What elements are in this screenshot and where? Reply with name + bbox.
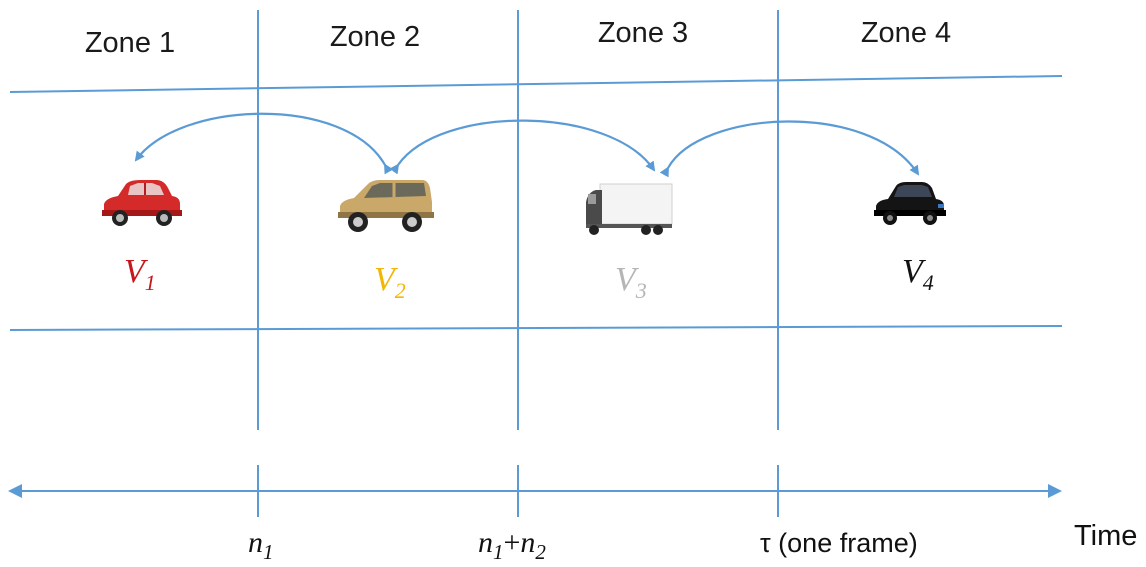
vehicle-label-v4: V4 bbox=[902, 253, 934, 295]
link-arrow-v2-to-v1 bbox=[136, 114, 385, 165]
link-arrow-v3-to-v4 bbox=[668, 121, 918, 174]
gold-station-wagon-icon bbox=[338, 180, 434, 232]
zone-label-4: Zone 4 bbox=[861, 17, 951, 49]
road-top-line bbox=[10, 76, 1062, 92]
axis-label-tau: τ (one frame) bbox=[760, 528, 918, 558]
link-arrow-v2-to-v3 bbox=[398, 121, 654, 170]
zone-label-2: Zone 2 bbox=[330, 21, 420, 53]
white-truck-icon bbox=[586, 184, 672, 235]
axis-label-n1-plus-n2: n1+n2 bbox=[478, 526, 546, 564]
time-axis-right-arrowhead bbox=[1048, 484, 1062, 498]
time-axis-left-arrowhead bbox=[8, 484, 22, 498]
black-sedan-icon bbox=[874, 182, 946, 225]
zone-label-1: Zone 1 bbox=[85, 27, 175, 59]
road-bottom-line bbox=[10, 326, 1062, 330]
vehicle-label-v2: V2 bbox=[374, 261, 406, 303]
vehicle-label-v1: V1 bbox=[124, 253, 156, 295]
vehicle-label-v3: V3 bbox=[615, 261, 647, 303]
red-sedan-icon bbox=[102, 180, 182, 226]
zone-label-3: Zone 3 bbox=[598, 17, 688, 49]
axis-label-n1: n1 bbox=[248, 526, 274, 564]
time-label: Time bbox=[1074, 520, 1137, 552]
